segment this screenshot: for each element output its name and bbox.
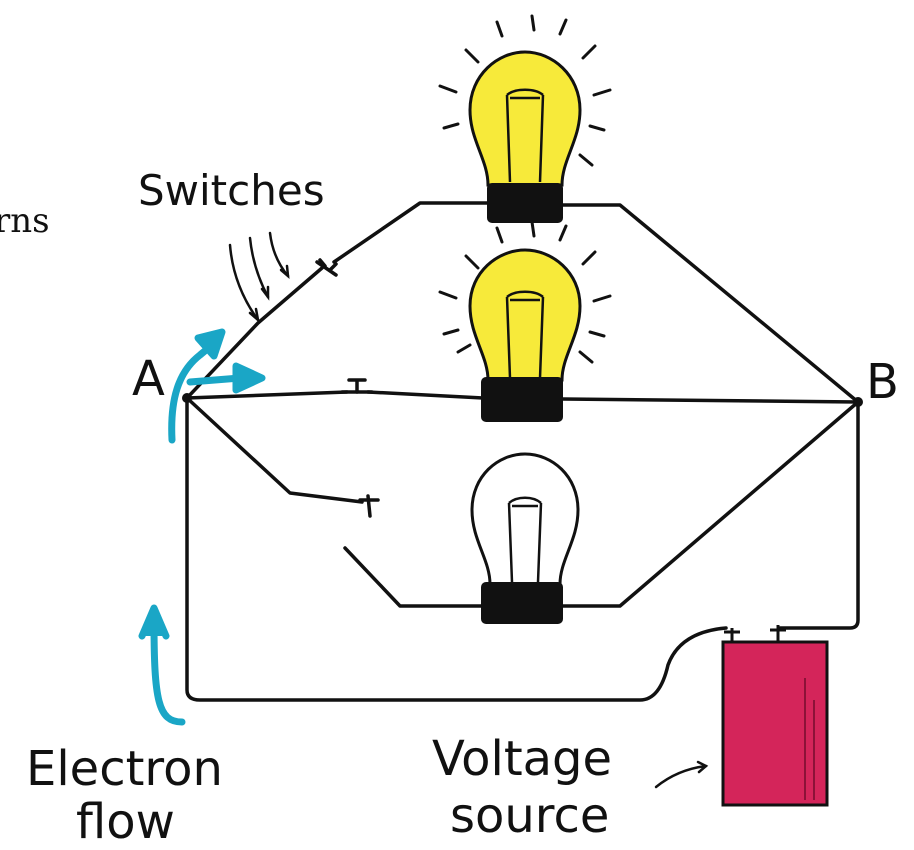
flow-arrow-right [186,374,244,386]
wire-top-branch-right [561,203,860,404]
bulb-bottom [470,452,580,624]
bulb-glass-middle [468,248,582,382]
electron-flow-label-line1: Electron [26,741,223,797]
voltage-source-battery [721,625,829,807]
wire-a-down [185,396,728,702]
wire-b-down [778,400,860,630]
switch-pointer-1 [228,243,260,322]
bulb-base-top [487,183,563,223]
node-a-dot [182,393,192,403]
bulb-base-bottom [481,582,563,624]
flow-arrow-up [150,616,186,726]
bulb-base-middle [481,377,563,422]
glow-rays-top [438,14,612,167]
node-b-label: B [866,354,899,410]
switch-pointer-2 [248,236,270,299]
voltage-source-label-line2: source [450,788,609,844]
voltage-source-label-line1: Voltage [432,731,612,787]
filament-bottom [507,496,543,583]
wire-bottom-branch-left2 [343,546,485,608]
glow-rays-middle [438,220,612,364]
electron-flow-label-line2: flow [76,794,175,850]
switches-label: Switches [138,166,325,215]
node-b-dot [853,397,863,407]
bulb-middle [438,220,612,422]
switch-top[interactable] [315,258,338,277]
switch-pointer-3 [268,231,290,278]
bulb-glass-bottom [470,452,580,586]
switches [315,258,380,518]
battery-terminal-right [770,625,786,642]
cut-off-text: rns [0,201,50,241]
switch-middle[interactable] [340,378,374,394]
bulb-top [438,14,612,223]
wire-middle-branch-right [561,397,860,404]
wire-bottom-branch-right [561,400,860,608]
electron-flow-arrows [138,328,266,726]
filament-middle [505,290,545,379]
wire-bottom-branch-left [185,396,364,504]
wire-top-branch-left [185,266,324,400]
flow-arrow-at-a [168,341,216,444]
wires [185,201,860,702]
pointer-arrows [228,231,709,789]
battery-terminal-left [724,628,740,642]
node-a-label: A [132,351,165,407]
wire-middle-branch-left2 [366,390,485,400]
wire-middle-branch-left [185,390,349,400]
filament-top [505,88,545,183]
wire-top-branch-left2 [332,201,489,264]
switch-bottom[interactable] [358,494,380,518]
battery-pointer [654,764,708,789]
bulb-glass-top [468,50,582,187]
